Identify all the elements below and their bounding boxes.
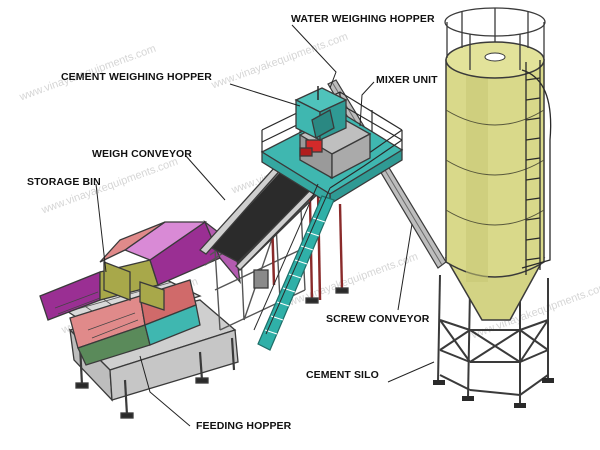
silo-rings — [445, 109, 545, 226]
silo-body — [445, 59, 545, 278]
cement-silo — [433, 7, 554, 408]
leader-cement-silo — [387, 361, 435, 383]
label-mixer-unit: MIXER UNIT — [376, 74, 438, 86]
label-storage-bin: STORAGE BIN — [27, 176, 101, 188]
leader-water-weighing-hopper — [291, 24, 337, 89]
silo-ladder — [521, 60, 552, 275]
leader-feeding-hopper — [139, 355, 191, 427]
leader-screw-conveyor — [397, 223, 413, 311]
label-weigh-conveyor: WEIGH CONVEYOR — [92, 148, 192, 160]
leader-weigh-conveyor — [185, 155, 226, 201]
mixer-tower — [260, 86, 404, 304]
leader-storage-bin — [95, 183, 107, 273]
label-screw-conveyor: SCREW CONVEYOR — [326, 313, 430, 325]
leader-cement-weighing-hopper — [229, 83, 301, 107]
label-cement-silo: CEMENT SILO — [306, 369, 379, 381]
silo-shade — [466, 60, 488, 282]
silo-vent — [484, 52, 506, 62]
leader-mixer-unit — [359, 81, 375, 127]
silo-feet — [433, 378, 554, 408]
label-feeding-hopper: FEEDING HOPPER — [196, 420, 292, 432]
silo-legs — [437, 274, 549, 405]
label-water-weighing-hopper: WATER WEIGHING HOPPER — [291, 13, 435, 25]
silo-railing — [444, 7, 546, 70]
access-stairs — [253, 183, 335, 351]
callout-leaders — [95, 24, 435, 427]
label-cement-weighing-hopper: CEMENT WEIGHING HOPPER — [61, 71, 212, 83]
storage-bin-frame — [39, 220, 241, 419]
